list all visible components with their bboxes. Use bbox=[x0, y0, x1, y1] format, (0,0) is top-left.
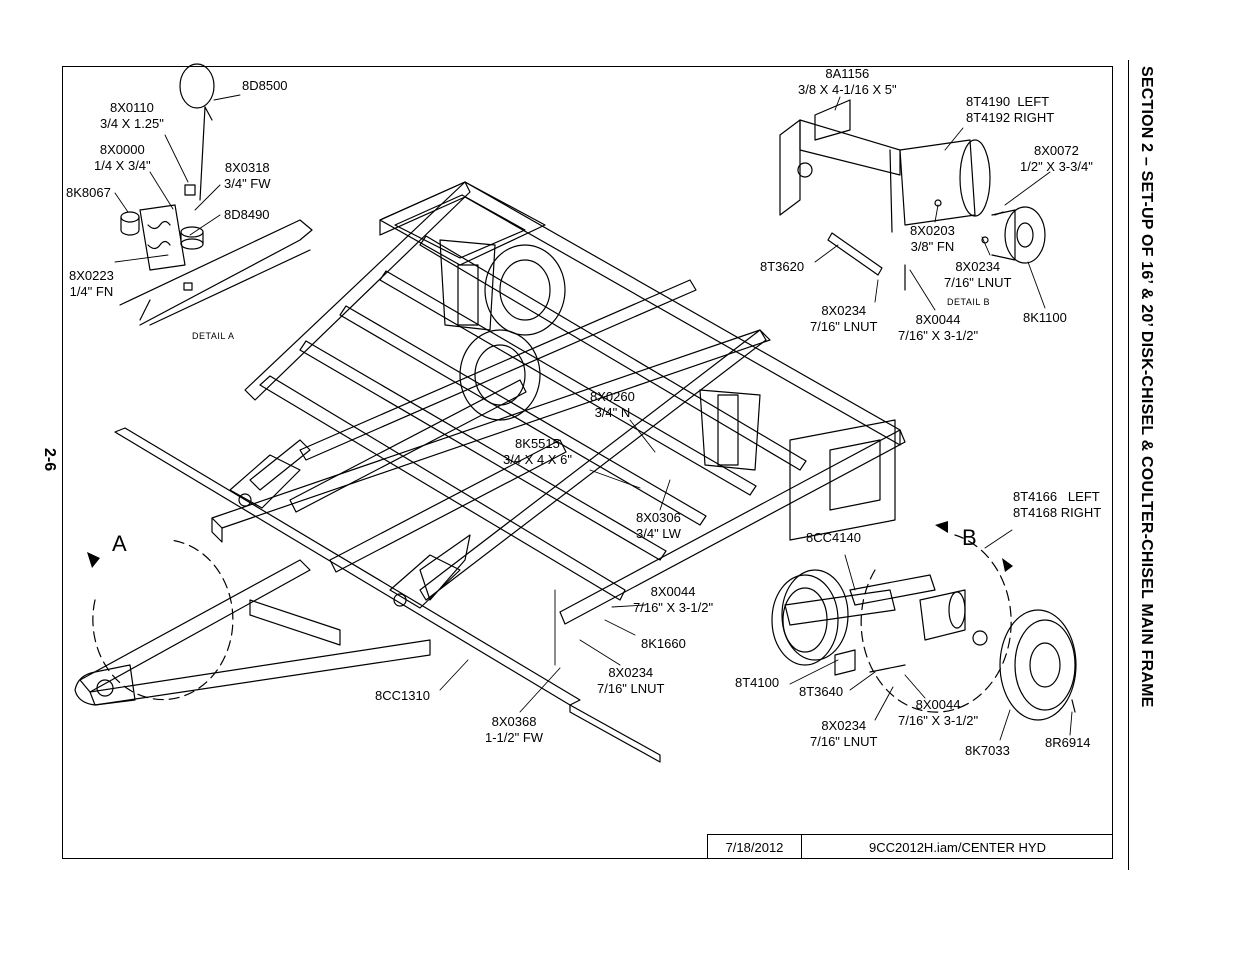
lift-cylinders bbox=[229, 439, 471, 609]
main-frame-rails bbox=[211, 181, 906, 625]
label-8k1660: 8K1660 bbox=[641, 636, 686, 651]
center-wheels bbox=[439, 239, 761, 471]
detail-a-sketch bbox=[119, 63, 313, 326]
detail-a-caption: DETAIL A bbox=[192, 331, 235, 341]
detail-b-marker: B bbox=[962, 525, 977, 550]
label-8cc4140: 8CC4140 bbox=[806, 530, 861, 545]
detail-b-sketch bbox=[779, 99, 1046, 291]
label-8r6914: 8R6914 bbox=[1045, 735, 1091, 750]
label-8k8067: 8K8067 bbox=[66, 185, 111, 200]
callout-arrowheads bbox=[87, 521, 1013, 572]
label-8t3620: 8T3620 bbox=[760, 259, 805, 274]
section-title: SECTION 2 – SET-UP OF 16’ & 20’ DISK-CHI… bbox=[1138, 66, 1155, 708]
section-title-rule bbox=[1128, 60, 1129, 870]
drawing-file-name: 9CC2012H.iam/CENTER HYD bbox=[869, 839, 1046, 855]
label-8d8490: 8D8490 bbox=[224, 207, 270, 222]
leader-lines bbox=[114, 94, 1073, 741]
drawing-frame bbox=[62, 66, 1113, 859]
label-8k7033: 8K7033 bbox=[965, 743, 1010, 758]
detail-callout-circles bbox=[92, 534, 1012, 713]
page-number: 2-6 bbox=[41, 448, 58, 472]
label-8t3640: 8T3640 bbox=[799, 684, 844, 699]
title-block: 7/18/2012 9CC2012H.iam/CENTER HYD bbox=[707, 834, 1113, 859]
label-8cc1310: 8CC1310 bbox=[375, 688, 430, 703]
wheel-assembly-sketch bbox=[771, 569, 1077, 721]
label-8d8500: 8D8500 bbox=[242, 78, 288, 93]
label-8k1100: 8K1100 bbox=[1023, 310, 1067, 325]
hitch-tongue bbox=[74, 427, 661, 763]
detail-b-caption: DETAIL B bbox=[947, 297, 991, 307]
drawing-date: 7/18/2012 bbox=[708, 835, 802, 859]
label-8t4100: 8T4100 bbox=[735, 675, 780, 690]
detail-a-marker: A bbox=[112, 531, 127, 556]
